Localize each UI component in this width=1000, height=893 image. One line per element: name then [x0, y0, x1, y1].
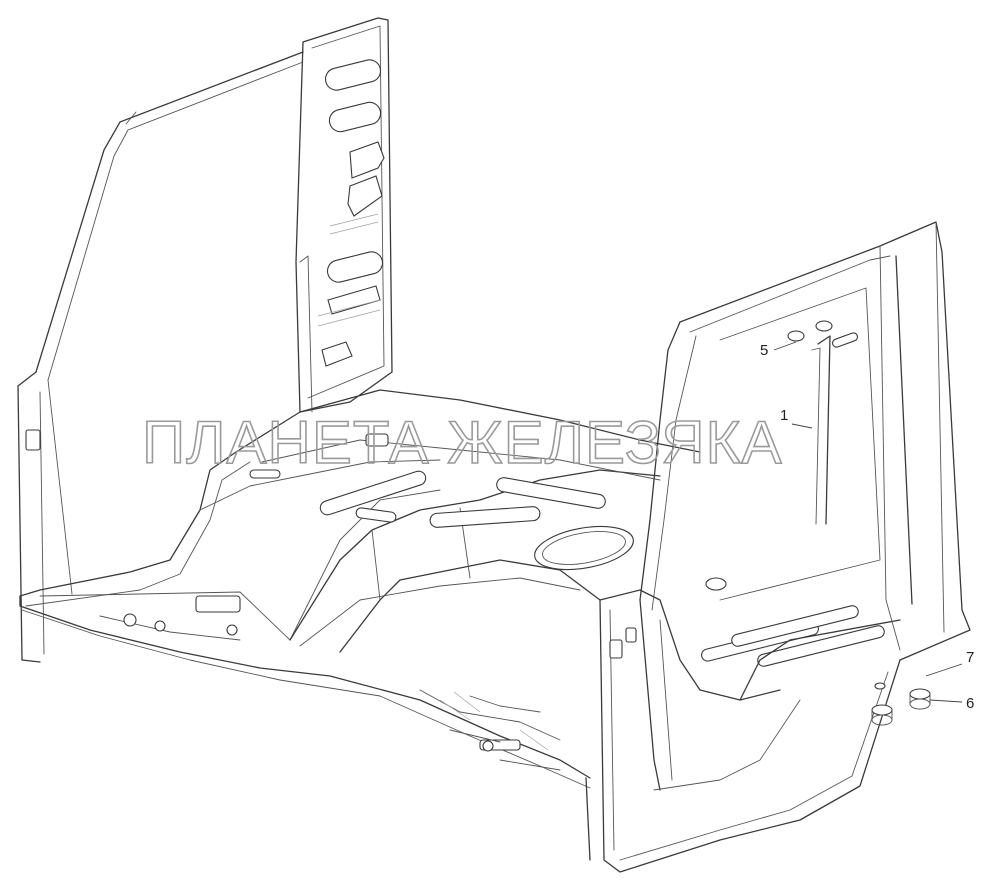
callout-1: 1 [780, 407, 788, 424]
loose-parts [871, 682, 931, 726]
callout-7: 7 [966, 649, 974, 666]
leader-5 [773, 341, 797, 351]
leader-1 [791, 423, 813, 429]
callout-6: 6 [966, 695, 974, 712]
leader-7 [925, 663, 963, 677]
floor-panel [19, 389, 701, 861]
left-rear-wall [17, 17, 393, 663]
watermark-text: ПЛАНЕТА ЖЕЛЕЗЯКА [142, 409, 783, 476]
right-side-wall [599, 221, 971, 873]
leader-6 [929, 699, 963, 703]
callout-5: 5 [760, 342, 768, 359]
